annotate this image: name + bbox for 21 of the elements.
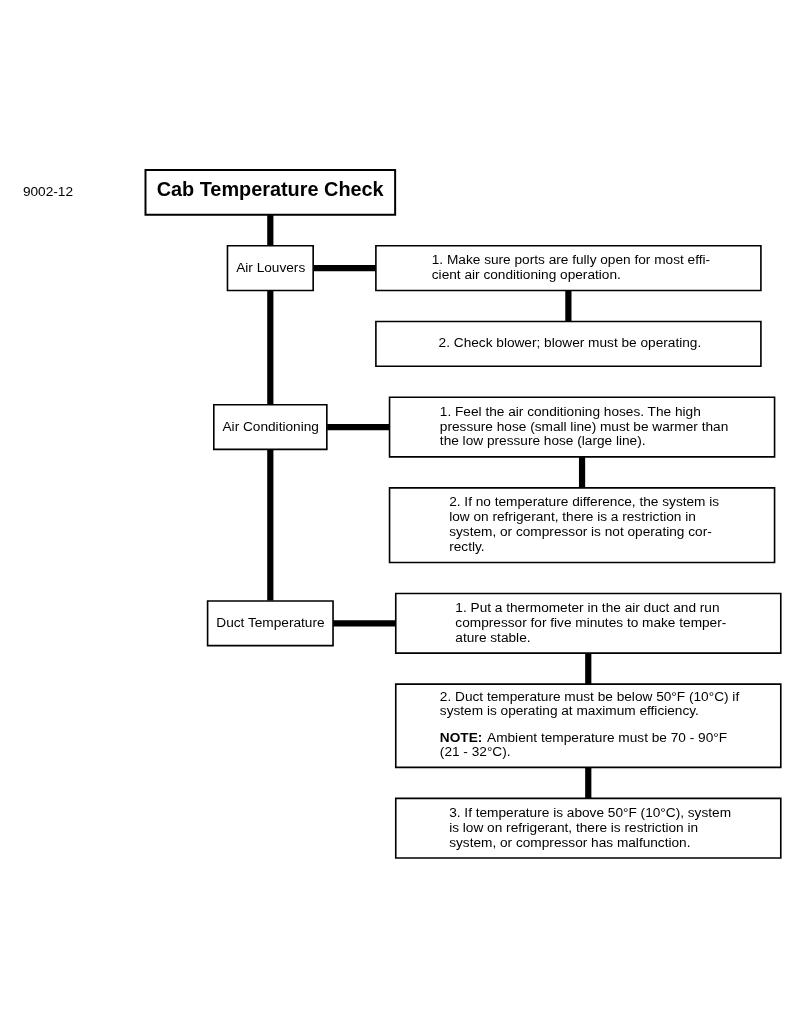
node-box: 1. Feel the air conditioning hoses. The high pressure hose (small line) must be warmer than the low pressure hose (large line). [388, 395, 776, 458]
node-box: 2. Check blower; blower must be operating. [375, 320, 762, 367]
label: 9002-12 [22, 183, 74, 199]
node-box: Air Louvers [226, 244, 314, 291]
node-box: 1. Put a thermometer in the air duct and run compressor for five minutes to make temper- ature stable. [394, 592, 782, 654]
connector [267, 449, 274, 600]
connector [267, 214, 274, 245]
node-box: 2. Duct temperature must be below 50°F (10°C) if system is operating at maximum efficiency. NOTE: Ambient temperature must be 70 - 90°F (21 - 32°C). [394, 682, 782, 768]
connector [565, 290, 572, 321]
connector [267, 290, 274, 404]
node-box: Cab Temperature Check [144, 168, 397, 216]
node-box: 3. If temperature is above 50°F (10°C), system is low on refrigerant, there is restriction in system, or compressor has malfunction. [394, 797, 782, 859]
connector [333, 619, 396, 626]
connector [585, 766, 592, 798]
connector [327, 423, 390, 430]
connector [313, 264, 376, 271]
node-box: 2. If no temperature difference, the system is low on refrigerant, there is a restriction in system, or compressor is not operating cor- rectly. [388, 486, 776, 563]
node-box: 1. Make sure ports are fully open for most effi- cient air conditioning operation. [375, 244, 762, 291]
connector [578, 456, 586, 488]
node-box: Air Conditioning [213, 403, 328, 450]
node-box: Duct Temperature [206, 599, 334, 646]
